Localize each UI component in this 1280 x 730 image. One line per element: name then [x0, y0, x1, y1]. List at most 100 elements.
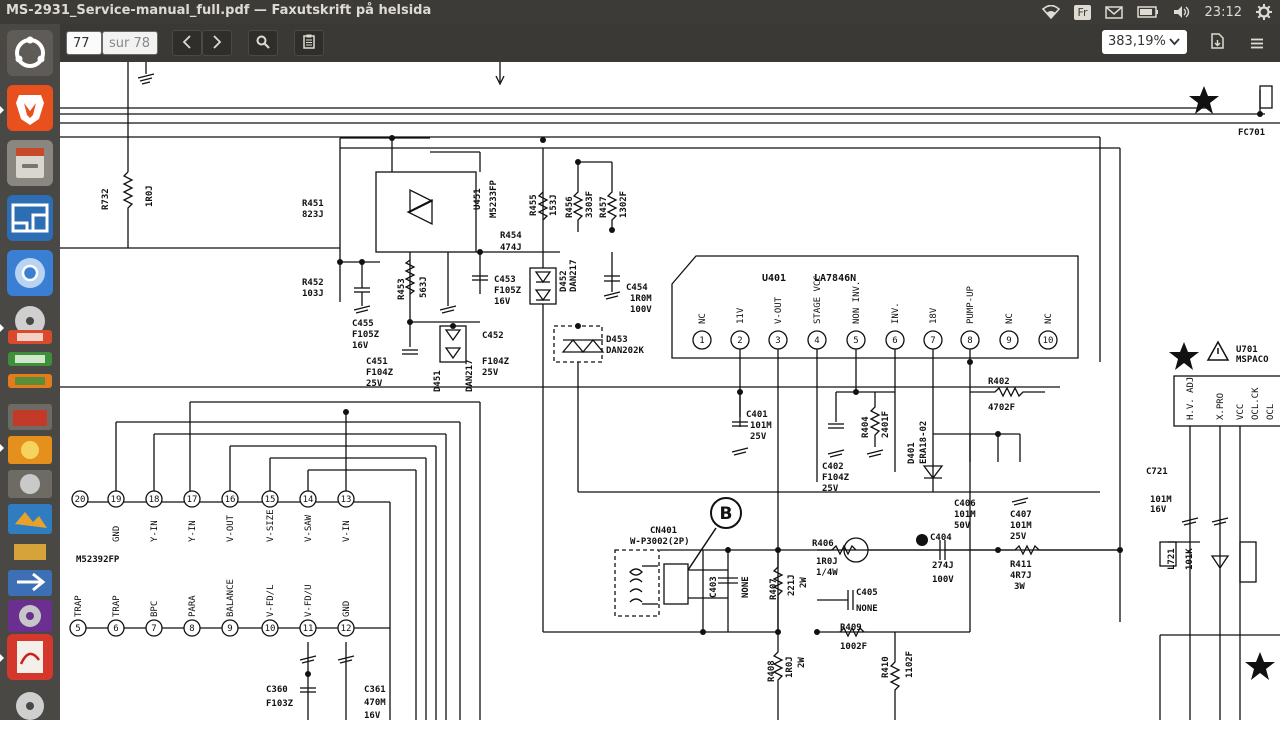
document-viewer-icon[interactable]	[7, 634, 53, 680]
u401-pin-label-4: STAGE VCC	[813, 275, 823, 324]
ic-top-pin: 14	[303, 495, 314, 505]
c405-value: NONE	[856, 604, 878, 614]
stacked-app-icon-4	[8, 404, 52, 430]
c453-label: C453	[494, 275, 516, 285]
ic-bottom-pin: 8	[189, 624, 194, 634]
mail-icon[interactable]	[1104, 5, 1123, 19]
stacked-app-icon-7	[8, 504, 52, 534]
c403-value: NONE	[741, 576, 751, 598]
c403-label: C403	[709, 576, 719, 598]
ic-bottom-pin: 10	[265, 624, 276, 634]
c401-label: C401	[746, 410, 768, 420]
u451-value: M5233FP	[489, 179, 499, 218]
document-save-icon	[1210, 33, 1224, 53]
u401-pin-10: 10	[1043, 336, 1054, 346]
save-document-button[interactable]	[1202, 30, 1232, 56]
document-page[interactable]: B 1 2 3 4 5 6 7 8 9 10 NC 11V V-OUT STAG…	[60, 62, 1280, 720]
zoom-select[interactable]: 383,19%	[1102, 30, 1187, 54]
c453-voltage: 16V	[494, 297, 511, 307]
ubuntu-dash-icon[interactable]	[7, 30, 53, 76]
u401-pin-4: 4	[814, 336, 819, 346]
chromium-icon[interactable]	[7, 250, 53, 296]
marker-b: B	[687, 497, 742, 571]
c402-label: C402	[822, 462, 844, 472]
volume-icon[interactable]	[1173, 5, 1191, 19]
chevron-left-icon	[182, 34, 192, 53]
c360-label: C360	[266, 685, 288, 695]
top-panel: MS-2931_Service-manual_full.pdf — Faxuts…	[0, 0, 1280, 24]
u401-pin-6: 6	[892, 336, 897, 346]
keyboard-layout-indicator[interactable]: Fr	[1074, 4, 1091, 20]
u401-pin-label-9: NC	[1005, 313, 1015, 324]
remmina-icon[interactable]	[7, 195, 53, 241]
annotations-button[interactable]	[294, 30, 324, 56]
ic-top-pin: 20	[75, 495, 86, 505]
c404-label: C404	[930, 533, 952, 543]
ic-bottom-pin: 5	[75, 624, 80, 634]
r408-value: 1R0J	[785, 656, 795, 678]
r452-value: 103J	[302, 289, 324, 299]
ic-top-pin-label: V-IN	[342, 520, 352, 542]
chevron-right-icon	[212, 34, 222, 53]
ic-top-pin-label: V-OUT	[226, 514, 236, 542]
battery-icon[interactable]	[1136, 6, 1159, 18]
u401-pin-7: 7	[930, 336, 935, 346]
next-page-button[interactable]	[202, 30, 232, 56]
brave-browser-icon[interactable]	[7, 85, 53, 131]
trash-disc-icon[interactable]	[7, 684, 53, 730]
c454-label: C454	[626, 283, 648, 293]
c402-voltage: 25V	[822, 484, 839, 494]
schematic-drawing: B 1 2 3 4 5 6 7 8 9 10 NC 11V V-OUT STAG…	[60, 62, 1280, 720]
u701-pin-label: VCC	[1236, 404, 1246, 420]
c455-voltage: 16V	[352, 341, 369, 351]
page-number-input[interactable]: 77	[66, 31, 102, 55]
marker-b-label: B	[720, 504, 733, 524]
c721-voltage: 16V	[1150, 505, 1167, 515]
u451-label: U451	[473, 188, 483, 210]
u701-pin-label: X.PRO	[1216, 393, 1226, 420]
hamburger-menu-icon	[1251, 34, 1263, 53]
r456-label: R456	[565, 196, 575, 218]
c404-value: 274J	[932, 561, 954, 571]
ic-bottom-pin-label: V-FD/L	[266, 584, 276, 617]
r451-label: R451	[302, 199, 324, 209]
previous-page-button[interactable]	[172, 30, 202, 56]
c361-value: 470M	[364, 698, 386, 708]
c455-value: F105Z	[352, 330, 380, 340]
r410-label: R410	[881, 656, 891, 678]
r453-value: 563J	[419, 276, 429, 298]
files-icon[interactable]	[7, 140, 53, 186]
u401-pin-label-2: 11V	[736, 307, 746, 324]
u401-label: U401	[762, 273, 786, 284]
c407-label: C407	[1010, 510, 1032, 520]
r406-label: R406	[812, 539, 834, 549]
c404-voltage: 100V	[932, 575, 954, 585]
warning-star-icon-bottom	[1245, 652, 1275, 680]
ic-bottom-pin: 11	[303, 624, 314, 634]
chevron-down-icon	[1169, 30, 1180, 63]
gear-icon[interactable]	[1256, 4, 1272, 20]
ic-bottom-pin: 12	[341, 624, 352, 634]
ic-top-pin: 19	[111, 495, 122, 505]
main-menu-button[interactable]	[1242, 30, 1272, 56]
c406-value: 101M	[954, 510, 976, 520]
wifi-icon[interactable]	[1042, 5, 1061, 19]
d453-value: DAN202K	[606, 346, 645, 356]
r409-value: 1002F	[840, 642, 867, 652]
stacked-app-icon-9	[8, 570, 52, 596]
running-indicator	[0, 106, 4, 114]
disc-icon[interactable]	[7, 299, 53, 345]
search-button[interactable]	[248, 30, 278, 56]
d401-value: ERA18-02	[919, 421, 929, 464]
d452-label: D452	[559, 270, 569, 292]
clock[interactable]: 23:12	[1204, 4, 1242, 20]
ic-bottom-pin: 7	[151, 624, 156, 634]
u401-pin-label-7: 18V	[929, 307, 939, 324]
r404-label: R404	[861, 416, 871, 438]
u401-pin-2: 2	[737, 336, 742, 346]
d452-value: DAN217	[569, 259, 579, 292]
c451-voltage: 25V	[366, 379, 383, 389]
u701-pin-label: H.V. ADJ	[1186, 377, 1196, 420]
r456-value: 3303F	[585, 191, 595, 218]
u401-pin-8: 8	[967, 336, 972, 346]
